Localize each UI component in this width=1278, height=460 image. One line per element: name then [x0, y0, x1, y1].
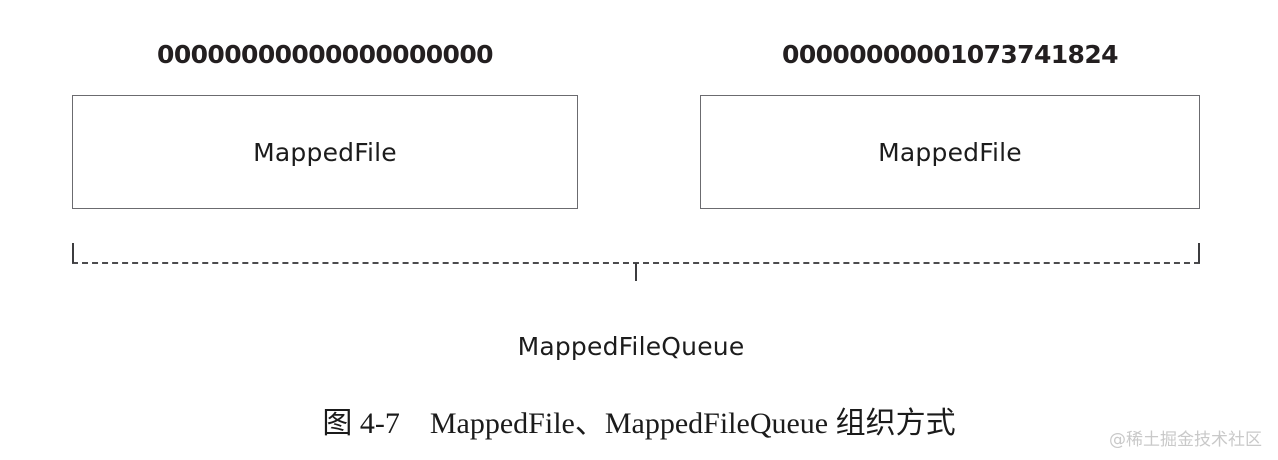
- bracket-tick-center: [635, 263, 637, 281]
- queue-span-bracket: [72, 243, 1200, 283]
- bracket-tick-left: [72, 243, 74, 263]
- mapped-file-name-right: 00000000001073741824: [782, 40, 1119, 69]
- mapped-file-box-left: MappedFile: [72, 95, 578, 209]
- mapped-file-name-left: 00000000000000000000: [157, 40, 494, 69]
- mapped-file-box-right: MappedFile: [700, 95, 1200, 209]
- watermark-text: @稀土掘金技术社区: [1109, 430, 1262, 450]
- mapped-file-box-label: MappedFile: [878, 137, 1022, 167]
- bracket-tick-right: [1198, 243, 1200, 263]
- mapped-file-box-label: MappedFile: [253, 137, 397, 167]
- mapped-file-queue-label: MappedFileQueue: [517, 332, 745, 361]
- figure-caption: 图 4-7 MappedFile、MappedFileQueue 组织方式: [322, 407, 956, 440]
